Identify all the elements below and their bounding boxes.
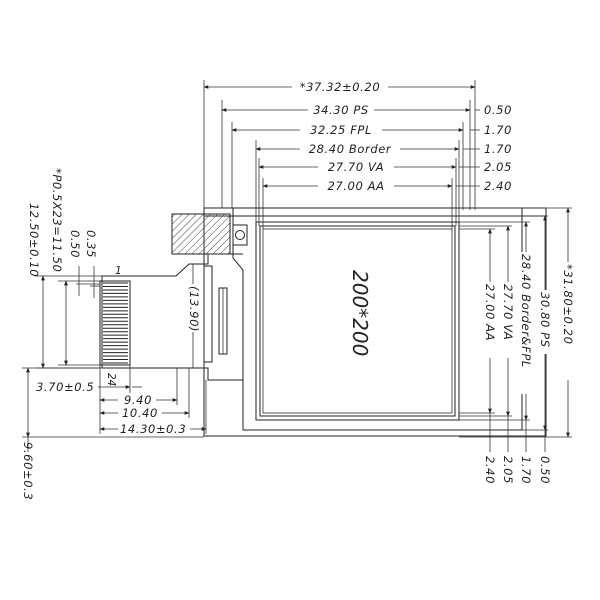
stiffener-label: (13.90) bbox=[187, 286, 201, 332]
aa-outline bbox=[262, 228, 453, 414]
fpc-height-label: 12.50±0.10 bbox=[27, 203, 41, 277]
fpc-length-a-label: 9.40 bbox=[124, 393, 152, 407]
border-width-label: 28.40 Border bbox=[309, 142, 392, 156]
offset-bottom-1: 0.50 bbox=[538, 456, 552, 484]
hatched-bond-area bbox=[171, 213, 231, 255]
fpc-tail-width-label: 3.70±0.5 bbox=[36, 380, 94, 394]
fpc-pad-offset-label: 0.50 bbox=[68, 230, 82, 258]
offset-bottom-2: 1.70 bbox=[519, 456, 533, 484]
fpc-bottom-label: 9.60±0.3 bbox=[21, 442, 35, 500]
fpc-pitch-label: *P0.5X23=11.50 bbox=[50, 168, 64, 272]
fpc-contacts bbox=[99, 280, 131, 366]
offset-bottom-4: 2.40 bbox=[483, 456, 497, 484]
border-outline bbox=[255, 221, 460, 421]
hole-frame bbox=[232, 224, 248, 246]
connector-slot bbox=[203, 265, 213, 363]
pin-1-label: 1 bbox=[115, 265, 122, 277]
fpc-dim-labels: 12.50±0.10 *P0.5X23=11.50 0.50 0.35 (13.… bbox=[21, 168, 201, 500]
fpl-width-label: 32.25 FPL bbox=[310, 123, 372, 137]
offset-top-1: 0.50 bbox=[484, 103, 512, 117]
offset-top-4: 2.05 bbox=[484, 160, 512, 174]
fpc-dimensions bbox=[22, 264, 207, 452]
offset-top-2: 1.70 bbox=[484, 123, 512, 137]
aa-height-label: 27.00 AA bbox=[483, 284, 497, 341]
fpl-outline bbox=[232, 208, 523, 431]
va-width-label: 27.70 VA bbox=[328, 160, 384, 174]
offset-top-3: 1.70 bbox=[484, 142, 512, 156]
fpc-outline bbox=[101, 253, 243, 381]
display-resolution: 200*200 bbox=[348, 270, 372, 356]
fpc-length-b-label: 10.40 bbox=[122, 406, 158, 420]
top-dim-labels: *37.32±0.20 34.30 PS 32.25 FPL 28.40 Bor… bbox=[292, 80, 512, 193]
ps-height-label: 30.80 PS bbox=[538, 292, 552, 348]
fpc-pin-lines bbox=[103, 282, 128, 364]
overall-height-label: *31.80±0.20 bbox=[561, 264, 575, 345]
offset-top-5: 2.40 bbox=[484, 179, 512, 193]
va-height-label: 27.70 VA bbox=[501, 284, 515, 340]
va-outline bbox=[259, 225, 456, 417]
fpc-cable bbox=[99, 253, 243, 381]
aa-width-label: 27.00 AA bbox=[327, 179, 384, 193]
ps-width-label: 34.30 PS bbox=[313, 103, 369, 117]
pin-24-label: 24 bbox=[105, 373, 117, 386]
fpc-pad-width-label: 0.35 bbox=[84, 230, 98, 258]
offset-bottom-3: 2.05 bbox=[501, 456, 515, 484]
fpc-length-c-label: 14.30±0.3 bbox=[120, 422, 186, 436]
right-dim-labels: *31.80±0.20 30.80 PS 28.40 Border&FPL 27… bbox=[483, 252, 575, 484]
overall-width-label: *37.32±0.20 bbox=[300, 80, 381, 94]
border-fpl-height-label: 28.40 Border&FPL bbox=[519, 254, 533, 368]
mounting-hole bbox=[235, 230, 245, 240]
